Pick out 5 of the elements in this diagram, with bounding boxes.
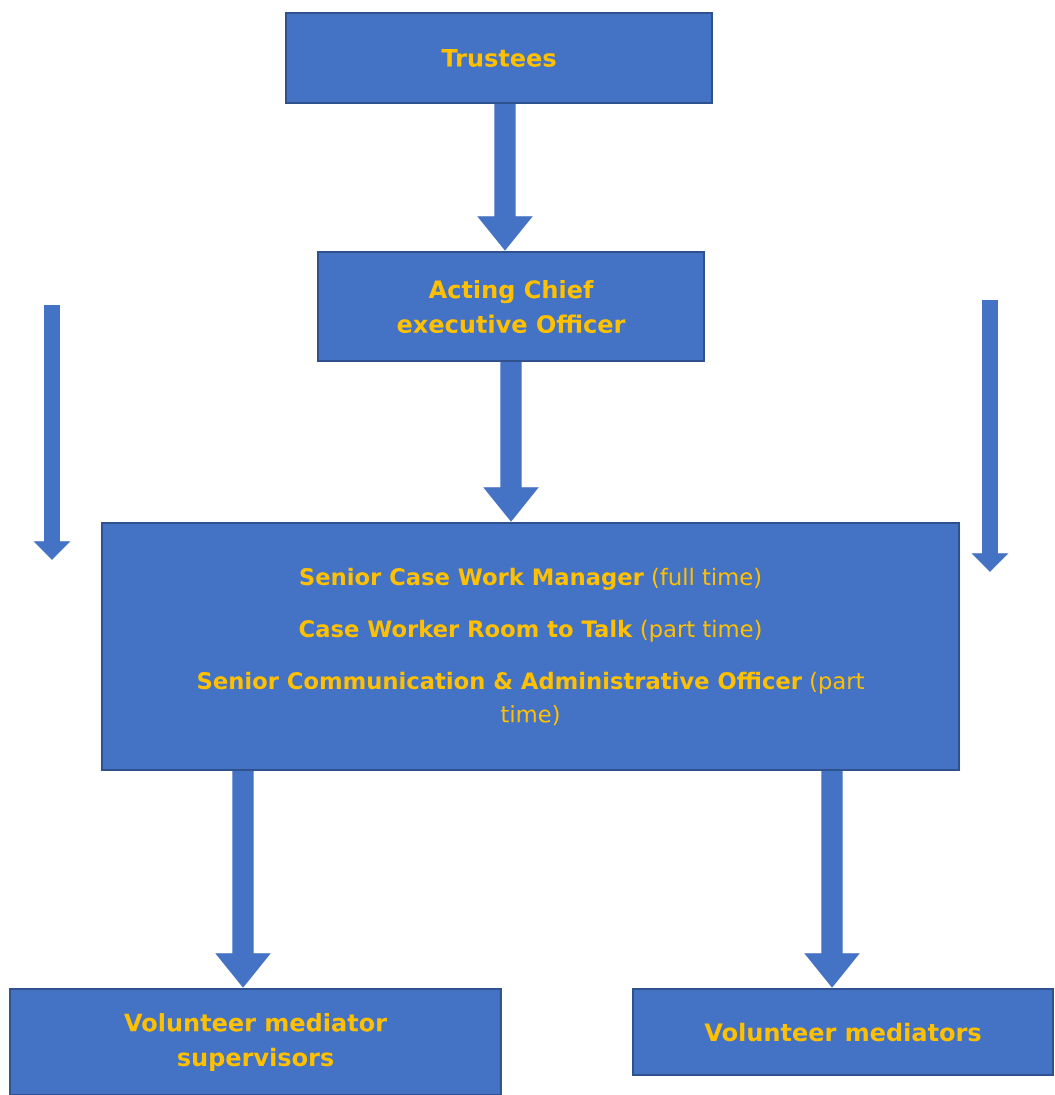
role-box: Senior Case Work Manager (full time) Case Worker Room to Talk (part time) Senior Communication & Administrative Officer (part time): [100, 522, 961, 771]
role-box: Volunteer mediators: [632, 988, 1054, 1076]
role-box: Trustees: [285, 12, 713, 104]
role-box: Acting Chief executive Officer: [317, 250, 705, 363]
role-box: Volunteer mediator supervisors: [9, 988, 502, 1095]
